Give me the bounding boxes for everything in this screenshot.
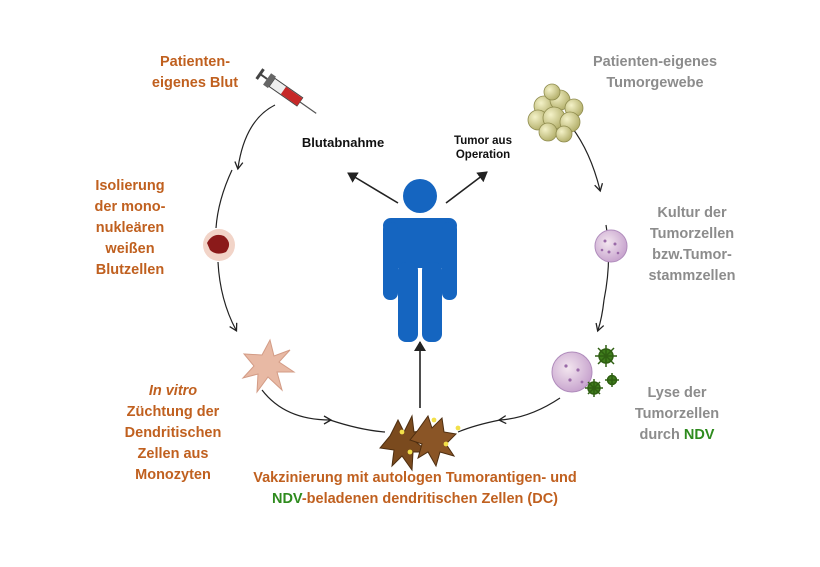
cycle-arc-tumor-to-culture: [569, 124, 604, 193]
cycle-arc-dc-down: [261, 389, 333, 425]
ndv-virus-icon: [585, 345, 619, 397]
cycle-arc-to-lysis: [595, 299, 605, 333]
cycle-arc-to-vaccine: [329, 419, 386, 433]
ndv-highlight: NDV: [683, 427, 715, 443]
label-tumor-operation: Tumor aus Operation: [454, 135, 512, 161]
ndv-highlight: NDV: [271, 491, 302, 507]
white-blood-cell-icon: [203, 229, 235, 261]
tumor-tissue-icon: [527, 83, 584, 143]
arrow-to-tumor-op: [445, 171, 488, 204]
tumor-cell-icon: [594, 229, 628, 263]
label-dc-cultivation: In vitro Züchtung der Dendritischen Zell…: [124, 383, 222, 483]
arrow-to-blutabnahme: [347, 172, 399, 204]
label-isolation: Isolierung der mono- nukleären weißen Bl…: [94, 178, 166, 278]
syringe-icon: [255, 68, 317, 114]
cycle-arc-into-vaccine: [457, 419, 501, 433]
loaded-dendritic-cells-icon: [379, 414, 461, 472]
label-lysis: Lyse der Tumorzellen durch NDV: [634, 385, 720, 443]
cycle-arc-isolation-to-cell: [215, 169, 233, 229]
label-tumor-culture: Kultur der Tumorzellen bzw.Tumor- stammz…: [648, 205, 736, 284]
label-tumor-tissue: Patienten-eigenes Tumorgewebe: [592, 54, 718, 91]
cycle-arc-lysis-to-vaccine: [497, 397, 561, 425]
label-vaccination: Vakzinierung mit autologen Tumorantigen-…: [253, 470, 577, 507]
dendritic-cell-icon: [241, 338, 296, 394]
person-icon: [383, 179, 457, 342]
cycle-arc-cell-to-dc: [217, 261, 238, 333]
label-blutabnahme: Blutabnahme: [301, 135, 385, 150]
label-patient-blood: Patienten- eigenes Blut: [151, 54, 239, 91]
cycle-arc-blood-to-isolation: [234, 104, 276, 171]
tumor-cell-lysis-icon: [551, 351, 593, 393]
